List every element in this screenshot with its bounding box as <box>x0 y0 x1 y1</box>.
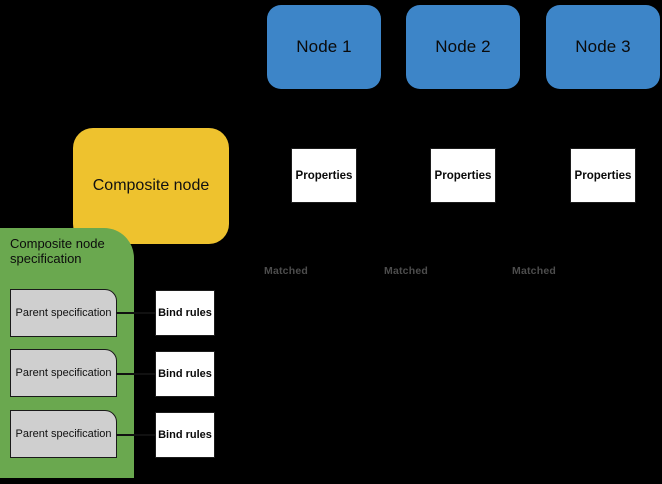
properties-box-1[interactable]: Properties <box>291 148 357 203</box>
node-card-2-label: Node 2 <box>435 37 491 56</box>
composite-node-box[interactable]: Composite node <box>73 128 229 244</box>
parent-specification-box-3[interactable]: Parent specification <box>10 410 117 458</box>
bind-rules-box-3[interactable]: Bind rules <box>155 412 215 458</box>
properties-label-2: Properties <box>434 169 492 182</box>
parent-specification-label-3: Parent specification <box>15 427 112 440</box>
node-card-2[interactable]: Node 2 <box>406 5 520 89</box>
matched-label-2: Matched <box>384 265 428 277</box>
parent-specification-box-2[interactable]: Parent specification <box>10 349 117 397</box>
node-card-1-label: Node 1 <box>296 37 352 56</box>
node-card-1[interactable]: Node 1 <box>267 5 381 89</box>
matched-label-3: Matched <box>512 265 556 277</box>
bind-rules-label-1: Bind rules <box>158 307 212 319</box>
parent-specification-label-1: Parent specification <box>15 306 112 319</box>
properties-label-3: Properties <box>574 169 632 182</box>
matched-label-1: Matched <box>264 265 308 277</box>
node-card-3-label: Node 3 <box>575 37 631 56</box>
parent-specification-box-1[interactable]: Parent specification <box>10 289 117 337</box>
properties-label-1: Properties <box>295 169 353 182</box>
composite-node-label: Composite node <box>92 177 210 194</box>
composite-node-specification-title: Composite node specification <box>10 236 105 266</box>
bind-rules-label-3: Bind rules <box>158 429 212 441</box>
connector-line-3 <box>116 434 156 436</box>
node-card-3[interactable]: Node 3 <box>546 5 660 89</box>
connector-line-1 <box>116 312 156 314</box>
properties-box-3[interactable]: Properties <box>570 148 636 203</box>
parent-specification-label-2: Parent specification <box>15 366 112 379</box>
connector-line-2 <box>116 373 156 375</box>
bind-rules-box-2[interactable]: Bind rules <box>155 351 215 397</box>
bind-rules-label-2: Bind rules <box>158 368 212 380</box>
properties-box-2[interactable]: Properties <box>430 148 496 203</box>
bind-rules-box-1[interactable]: Bind rules <box>155 290 215 336</box>
